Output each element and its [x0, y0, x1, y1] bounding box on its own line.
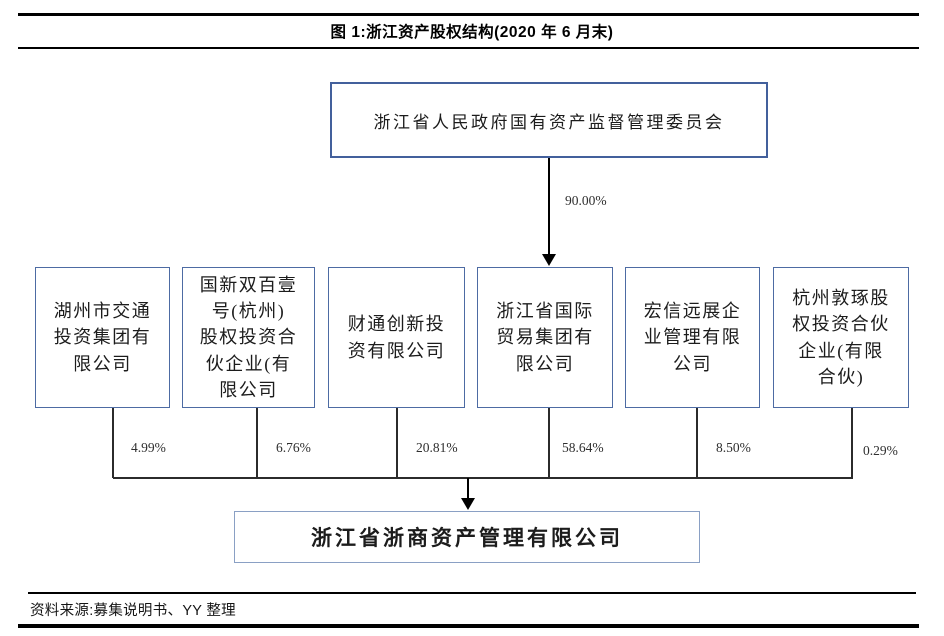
shareholder-name-3: 财通创新投 资有限公司	[347, 314, 446, 361]
stake-label-6: 0.29%	[863, 443, 898, 458]
shareholder-box-6: 杭州敦琢股 权投资合伙 企业(有限 合伙)	[773, 267, 909, 408]
shareholder-name-5: 宏信远展企 业管理有限 公司	[643, 301, 742, 374]
shareholder-name-6: 杭州敦琢股 权投资合伙 企业(有限 合伙)	[792, 288, 890, 387]
shareholder-name-2: 国新双百壹 号(杭州) 股权投资合 伙企业(有 限公司	[199, 275, 298, 400]
controller-arrow-line	[548, 158, 550, 256]
shareholder-name-4: 浙江省国际 贸易集团有 限公司	[496, 301, 594, 374]
subject-arrow-head-icon	[461, 498, 475, 510]
controller-name: 浙江省人民政府国有资产监督管理委员会	[373, 112, 725, 132]
connector-stub-2	[256, 408, 258, 478]
connector-stub-3	[396, 408, 398, 478]
subject-company-name: 浙江省浙商资产管理有限公司	[311, 526, 623, 550]
bottom-rule	[18, 624, 919, 628]
shareholder-box-5: 宏信远展企 业管理有限 公司	[625, 267, 760, 408]
stake-label-3: 20.81%	[416, 440, 458, 455]
top-rule	[18, 13, 919, 16]
shareholder-box-4: 浙江省国际 贸易集团有 限公司	[477, 267, 613, 408]
connector-stub-4	[548, 408, 550, 478]
stake-label-4: 58.64%	[562, 440, 604, 455]
subject-company-box: 浙江省浙商资产管理有限公司	[234, 511, 700, 563]
stake-label-5: 8.50%	[716, 440, 751, 455]
connector-stub-6	[851, 408, 853, 478]
figure-title: 图 1:浙江资产股权结构(2020 年 6 月末)	[330, 24, 614, 41]
source-top-rule	[28, 592, 916, 594]
controller-arrow-head-icon	[542, 254, 556, 266]
subject-arrow-line	[467, 478, 469, 500]
shareholder-name-1: 湖州市交通 投资集团有 限公司	[53, 301, 152, 374]
shareholder-box-1: 湖州市交通 投资集团有 限公司	[35, 267, 170, 408]
source-note: 资料来源:募集说明书、YY 整理	[30, 603, 236, 619]
connector-bus-line	[113, 477, 853, 479]
stake-label-2: 6.76%	[276, 440, 311, 455]
shareholder-box-2: 国新双百壹 号(杭州) 股权投资合 伙企业(有 限公司	[182, 267, 315, 408]
title-underline-rule	[18, 47, 919, 49]
connector-stub-5	[696, 408, 698, 478]
controller-stake-label: 90.00%	[565, 193, 607, 208]
connector-stub-1	[112, 408, 114, 478]
shareholder-box-3: 财通创新投 资有限公司	[328, 267, 465, 408]
controller-box: 浙江省人民政府国有资产监督管理委员会	[330, 82, 768, 158]
stake-label-1: 4.99%	[131, 440, 166, 455]
